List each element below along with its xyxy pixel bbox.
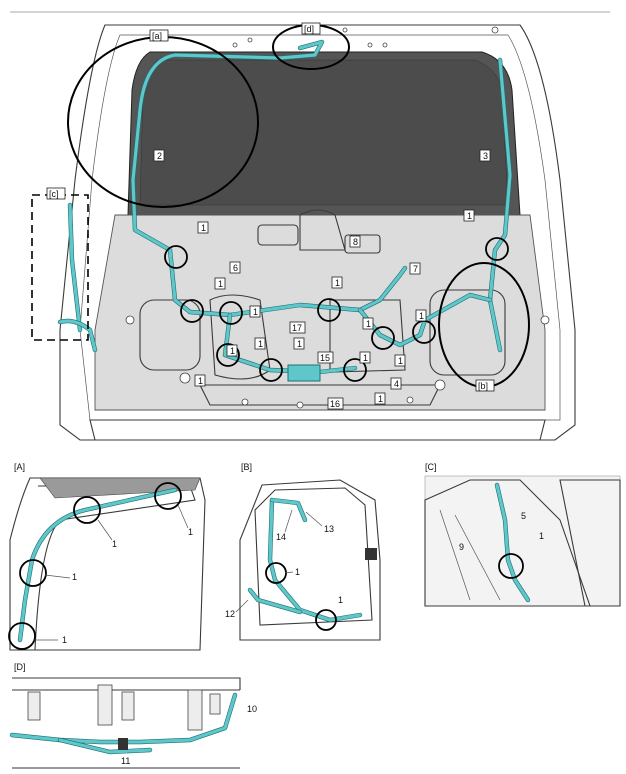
callout: 1 <box>398 356 403 366</box>
callout: 3 <box>483 151 488 161</box>
zone-label-a: [a] <box>152 31 162 41</box>
zone-c-dashed-box <box>31 194 89 341</box>
callout: 1 <box>378 394 383 404</box>
zone-label-b: [b] <box>478 381 488 391</box>
callout: 12 <box>225 609 235 619</box>
callout: 1 <box>198 376 203 386</box>
callout: 1 <box>253 307 258 317</box>
callout: 2 <box>157 151 162 161</box>
callout: 1 <box>218 279 223 289</box>
callout: 4 <box>394 379 399 389</box>
callout: 16 <box>330 399 340 409</box>
callout: 9 <box>459 542 464 552</box>
callout: 6 <box>233 263 238 273</box>
callout: 1 <box>366 319 371 329</box>
detail-b-label: [B] <box>241 462 252 472</box>
callout: 1 <box>467 211 472 221</box>
callout: 1 <box>363 353 368 363</box>
main-liftgate-view: [a] [d] [b] [c] 1 1 1 1 1 1 1 1 1 1 1 1 … <box>31 22 576 441</box>
main-callouts: 1 1 1 1 1 1 1 1 1 1 1 1 1 1 2 3 4 6 7 8 … <box>153 149 491 410</box>
zone-label-d: [d] <box>304 24 314 34</box>
callout: 1 <box>201 223 206 233</box>
callout: 1 <box>338 595 343 605</box>
zone-label-c: [c] <box>49 189 59 199</box>
callout: 15 <box>320 353 330 363</box>
wire-harness-main <box>57 39 513 382</box>
callout: 8 <box>353 237 358 247</box>
inner-trim-panel <box>94 214 546 411</box>
callout: 1 <box>335 278 340 288</box>
callout: 14 <box>276 532 286 542</box>
callout: 1 <box>539 531 544 541</box>
callout: 7 <box>413 264 418 274</box>
callout: 1 <box>72 572 77 582</box>
detail-a-panel: [A] 1 1 1 1 <box>8 462 208 656</box>
zone-labels: [a] [d] [b] [c] <box>46 22 495 392</box>
detail-b-panel: [B] 13 14 1 12 1 <box>225 462 381 641</box>
callout: 1 <box>295 567 300 577</box>
callout: 1 <box>297 339 302 349</box>
callout: 13 <box>324 524 334 534</box>
callout: 11 <box>121 756 130 766</box>
callout: 10 <box>247 704 257 714</box>
detail-d-label: [D] <box>14 662 26 672</box>
liftgate-outer-shell <box>59 24 576 441</box>
detail-c-panel: [C] 5 1 9 <box>424 462 621 607</box>
callout: 17 <box>292 323 302 333</box>
detail-c-label: [C] <box>425 462 437 472</box>
callout: 1 <box>112 539 117 549</box>
detail-a-label: [A] <box>14 462 25 472</box>
callout: 1 <box>188 527 193 537</box>
detail-d-panel: [D] 10 11 <box>9 662 257 769</box>
callout: 1 <box>62 635 67 645</box>
callout: 1 <box>230 346 235 356</box>
callout: 1 <box>419 311 424 321</box>
callout: 1 <box>258 339 263 349</box>
callout: 5 <box>521 511 526 521</box>
